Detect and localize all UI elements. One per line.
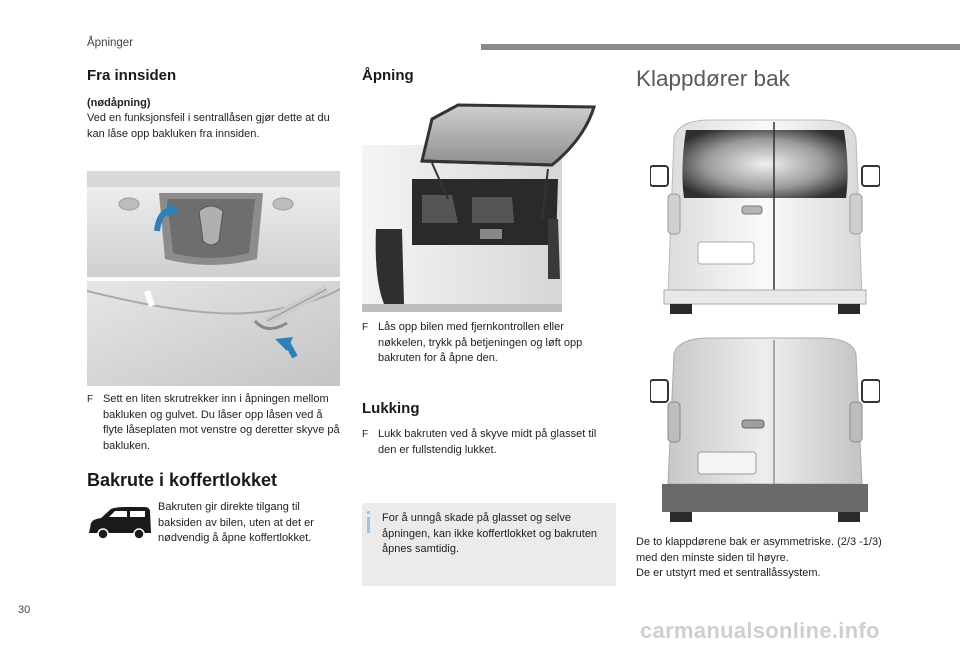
opening-title: Åpning: [362, 67, 414, 84]
info-icon: [367, 517, 370, 533]
rear-doors-glazed-illustration: [649, 118, 881, 314]
closing-title: Lukking: [362, 400, 420, 417]
rear-doors-text-1: De to klappdørene bak er asymmetriske. (…: [636, 536, 882, 564]
section-label: Åpninger: [87, 37, 134, 49]
rear-doors-text-2: De er utstyrt med et sentrallåssystem.: [636, 567, 821, 579]
fra-innsiden-title: Fra innsiden: [87, 67, 177, 84]
screwdriver-text: Sett en liten skrutrekker inn i åpningen…: [103, 393, 340, 452]
tailgate-lock-illustration: [86, 171, 341, 386]
bullet-mark: F: [362, 322, 369, 333]
car-silhouette-icon: [87, 503, 153, 540]
info-box: For å unngå skade på glasset og selve åp…: [362, 503, 616, 586]
info-icon-dot: [367, 511, 370, 514]
intro-text: Ved en funksjonsfeil i sentrallåsen gjør…: [87, 112, 330, 140]
closing-instruction: F Lukk bakruten ved å skyve midt på glas…: [362, 427, 612, 458]
page-number: 30: [18, 604, 31, 616]
tailgate-lock-svg: [86, 171, 341, 386]
klappdorer-title: Klappdører bak: [636, 66, 790, 91]
bullet-mark: F: [87, 394, 94, 405]
rear-doors-glazed-svg: [649, 119, 881, 314]
rear-window-svg: [362, 103, 597, 312]
opening-instruction: F Lås opp bilen med fjernkontrollen elle…: [362, 320, 612, 367]
info-text: For å unngå skade på glasset og selve åp…: [382, 512, 598, 555]
watermark: carmanualsonline.info: [640, 618, 880, 643]
closing-text: Lukk bakruten ved å skyve midt på glasse…: [378, 428, 597, 456]
screwdriver-instruction: F Sett en liten skrutrekker inn i åpning…: [87, 392, 343, 454]
opening-text: Lås opp bilen med fjernkontrollen eller …: [378, 321, 583, 364]
rear-window-text: Bakruten gir direkte tilgang til bakside…: [158, 501, 314, 544]
rear-window-opening-illustration: [362, 99, 616, 312]
bullet-mark: F: [362, 429, 369, 440]
rear-window-title: Bakrute i koffertlokket: [87, 470, 278, 490]
rear-doors-panel-svg: [649, 337, 881, 522]
header-bar: [481, 44, 960, 50]
rear-doors-panel-illustration: [649, 336, 881, 522]
emergency-subtitle: (nødåpning): [87, 97, 151, 109]
